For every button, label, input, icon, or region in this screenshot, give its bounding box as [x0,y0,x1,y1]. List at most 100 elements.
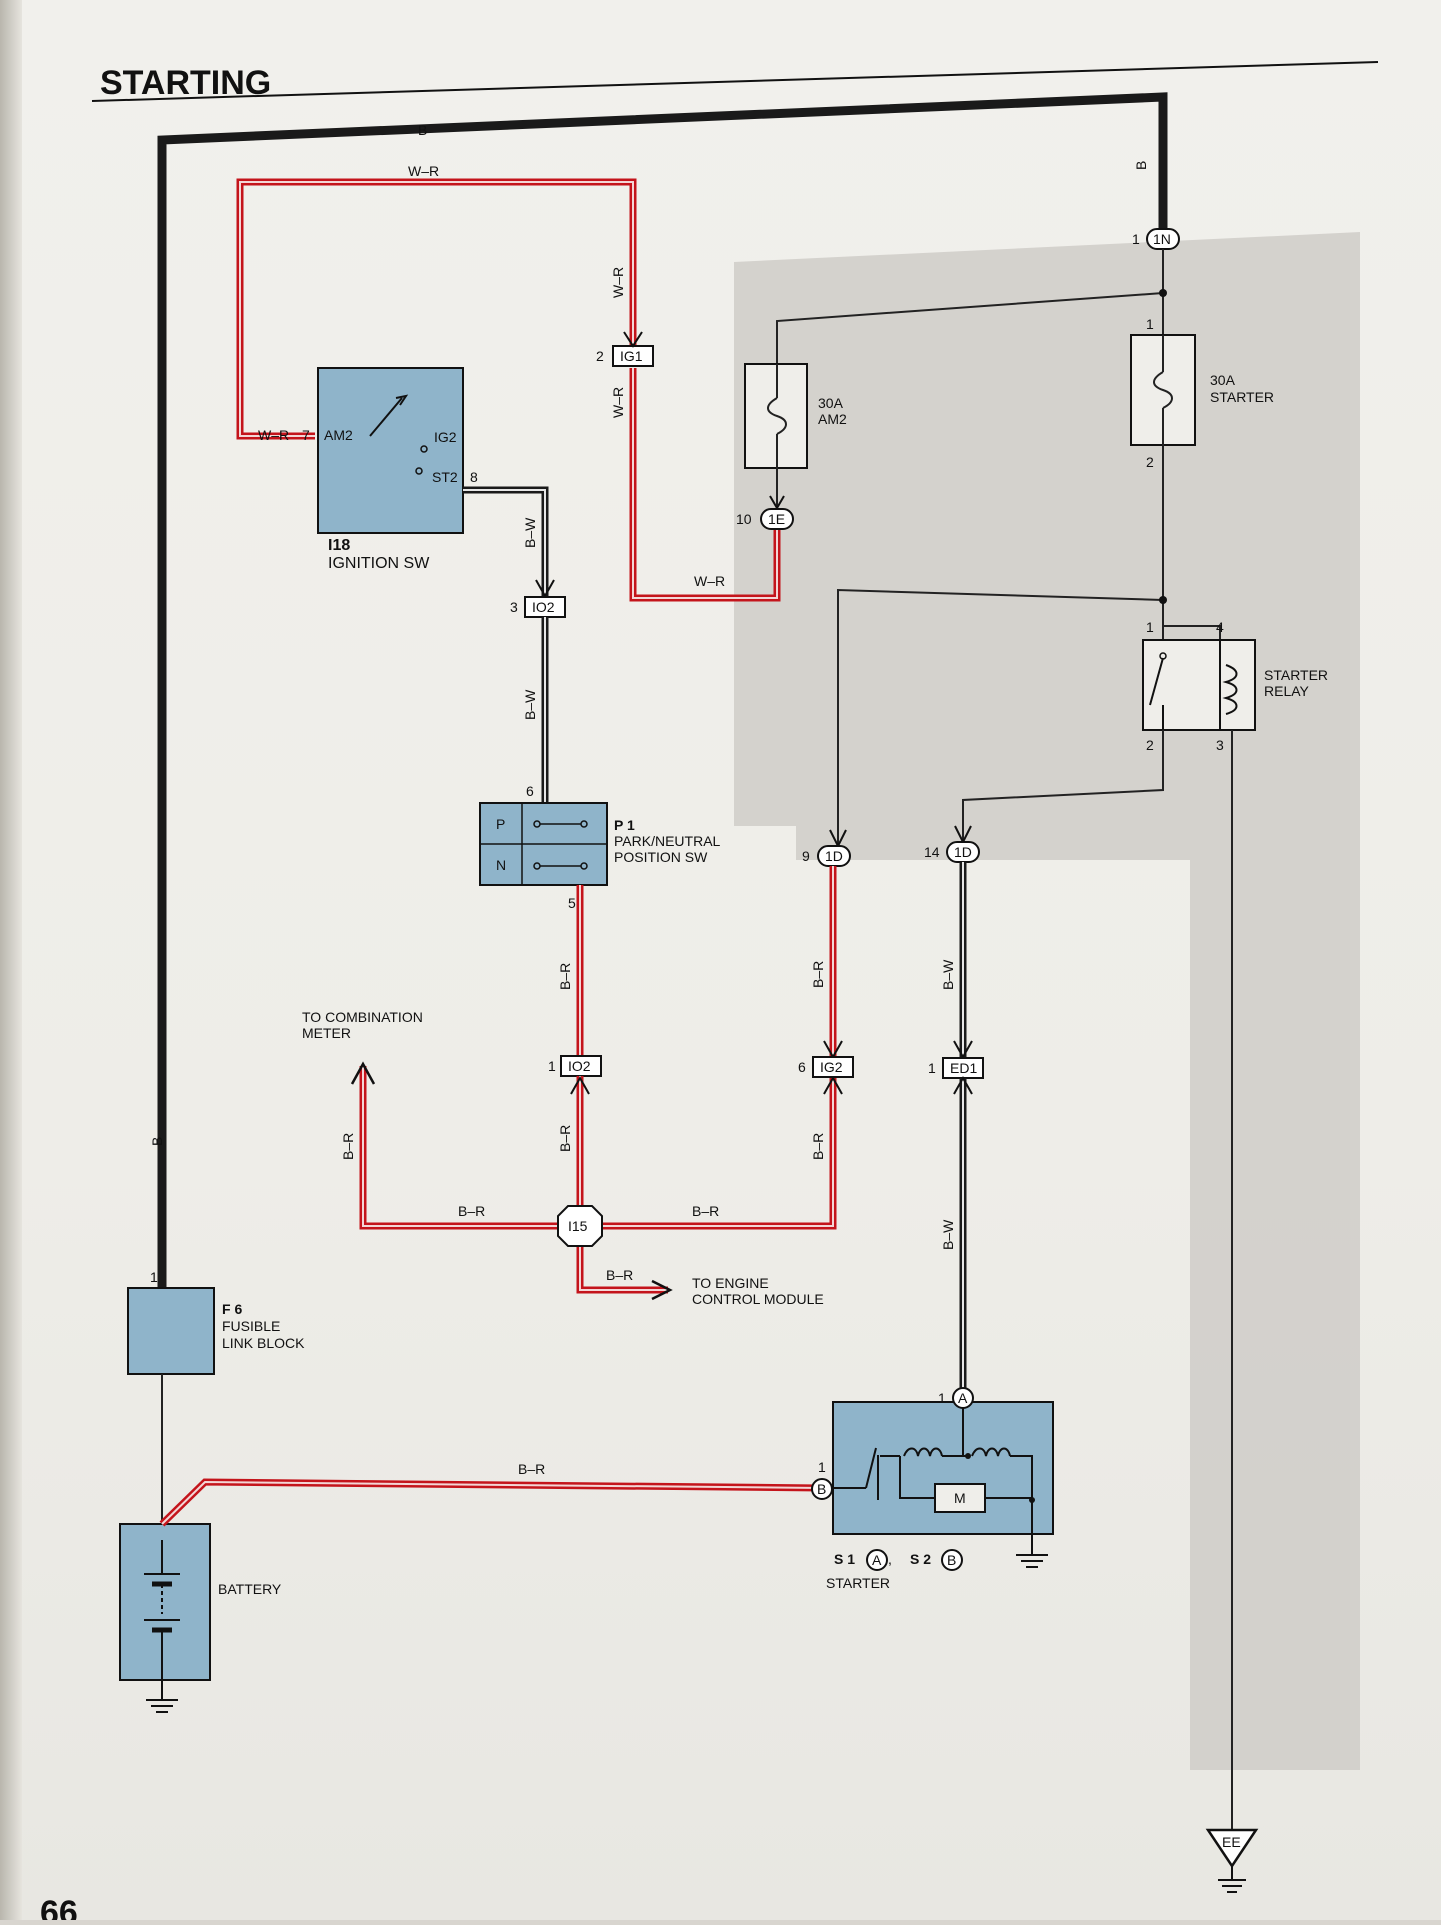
svg-text:7: 7 [302,427,310,443]
connector-1d-9: 1D 9 [802,845,851,867]
shaded-region [734,232,1360,1770]
connector-1n: 1N 1 [1132,228,1180,250]
ground-starter [1016,1554,1048,1568]
wire-wr-ig1-1e: W–R W–R [610,368,781,602]
svg-text:B: B [947,1552,956,1568]
svg-text:RELAY: RELAY [1264,683,1310,699]
wire-label-br-i15: B–R [557,1125,573,1152]
svg-text:1: 1 [818,1459,826,1475]
svg-text:1: 1 [1132,231,1140,247]
park-name2: POSITION SW [614,849,708,865]
starter-label: S 1 A , S 2 B STARTER [826,1549,963,1591]
battery-label: BATTERY [218,1581,282,1597]
svg-text:1: 1 [548,1058,556,1074]
wire-thin-1n-split: 1 [776,249,1167,364]
wire-br-1d-ig2: B–R [810,866,843,1060]
ground-point-ee: EE [1205,1828,1259,1893]
fuse-am2: 30A AM2 [744,363,847,469]
wire-label-br-1d9: B–R [810,961,826,988]
svg-text:IG1: IG1 [620,348,643,364]
svg-text:B: B [817,1481,826,1497]
svg-text:14: 14 [924,844,940,860]
svg-text:IO2: IO2 [568,1058,591,1074]
svg-text:8: 8 [470,469,478,485]
ignition-name: IGNITION SW [328,555,430,572]
svg-text:CONTROL MODULE: CONTROL MODULE [692,1291,824,1307]
connector-ed1: ED1 1 [928,1057,984,1079]
wire-wr-loop: W–R W–R W–R [236,163,637,443]
svg-text:ST2: ST2 [432,469,458,485]
connector-io2-top: IO2 3 [510,596,566,618]
ignition-switch: AM2 IG2 ST2 7 8 I18 IGNITION SW [302,367,478,572]
svg-text:1E: 1E [768,511,785,527]
svg-text:5: 5 [568,895,576,911]
wire-label-br-left-h: B–R [458,1203,485,1219]
starter-motor: M [832,1401,1054,1555]
svg-text:1: 1 [1146,619,1154,635]
svg-text:EE: EE [1222,1834,1241,1850]
svg-text:S 1: S 1 [834,1551,855,1567]
wire-label-br-ecm: B–R [606,1267,633,1283]
svg-text:2: 2 [1146,454,1154,470]
fusible-link-block: 1 F 6 FUSIBLE LINK BLOCK [127,1269,305,1375]
starter-terminal-a: A 1 [938,1387,974,1409]
svg-text:S 2: S 2 [910,1551,931,1567]
svg-text:STARTER: STARTER [1210,389,1274,405]
wire-label-b-right: B [1133,161,1149,170]
svg-text:,: , [888,1551,892,1567]
svg-text:1: 1 [1146,316,1154,332]
fusible-name2: LINK BLOCK [222,1335,305,1351]
svg-text:IG2: IG2 [434,429,457,445]
wire-br-io2-i15: B–R [557,1075,590,1212]
svg-text:IG2: IG2 [820,1059,843,1075]
svg-text:METER: METER [302,1025,351,1041]
svg-text:N: N [496,857,506,873]
wire-label-wr-top: W–R [408,163,439,179]
svg-text:IO2: IO2 [532,599,555,615]
park-name1: PARK/NEUTRAL [614,833,721,849]
svg-text:ED1: ED1 [950,1060,977,1076]
svg-text:STARTER: STARTER [826,1575,890,1591]
wire-br-ecm: B–R [576,1226,673,1301]
wire-br-i15-bus: B–R B–R B–R B–R [340,1061,843,1230]
dest-ecm: TO ENGINE CONTROL MODULE [692,1275,824,1307]
wire-label-b-left: B [149,1137,165,1146]
fusible-name1: FUSIBLE [222,1318,280,1334]
svg-text:M: M [954,1490,966,1506]
svg-text:TO COMBINATION: TO COMBINATION [302,1009,423,1025]
wire-label-wr-am2: W–R [258,427,289,443]
svg-text:1N: 1N [1153,231,1171,247]
wire-label-b-top: B [418,122,427,138]
connector-1d-14: 1D 14 [924,841,980,863]
wire-bw-1d-ed1: B–W [940,862,973,1060]
svg-text:P: P [496,816,505,832]
svg-text:6: 6 [798,1059,806,1075]
svg-text:3: 3 [510,599,518,615]
wire-label-wr-vert2: W–R [610,387,626,418]
ignition-code: I18 [328,537,350,554]
wire-label-bw-ed1: B–W [940,1219,956,1250]
svg-text:30A: 30A [1210,372,1236,388]
park-neutral-switch: P N P 1 PARK/NEUTRAL POSITION SW 5 [479,802,721,911]
wire-label-br-left-vert: B–R [340,1133,356,1160]
starter-relay: STARTER RELAY 2 3 [1142,639,1328,753]
wire-label-wr-bottom: W–R [694,573,725,589]
svg-text:STARTER: STARTER [1264,667,1328,683]
svg-text:10: 10 [736,511,752,527]
wire-bw-io2-park: B–W 6 [522,617,549,803]
fusible-code: F 6 [222,1301,242,1317]
svg-text:A: A [872,1552,882,1568]
wire-br-battery-starter: B–R [159,1461,823,1527]
svg-text:1: 1 [938,1390,946,1406]
svg-text:3: 3 [1216,737,1224,753]
svg-text:2: 2 [1146,737,1154,753]
wire-b-main: B B B [149,92,1168,1290]
park-code: P 1 [614,817,635,833]
header-rule [91,61,1379,102]
svg-text:9: 9 [802,848,810,864]
svg-text:30A: 30A [818,395,844,411]
wire-label-br-battery: B–R [518,1461,545,1477]
wire-label-br-1: B–R [557,963,573,990]
